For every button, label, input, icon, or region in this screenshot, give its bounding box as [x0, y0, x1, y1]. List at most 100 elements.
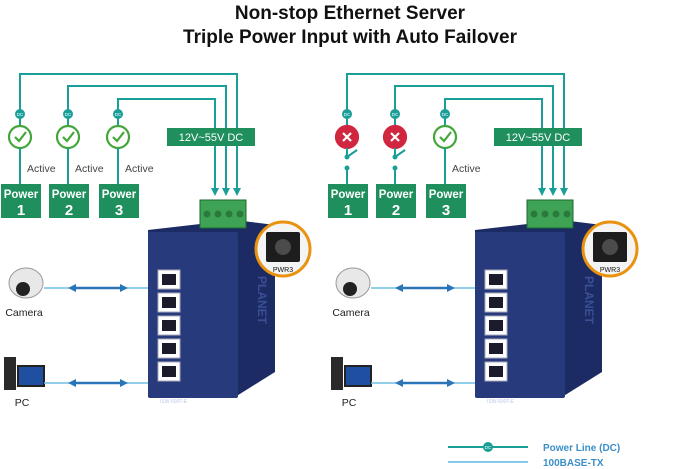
arrowhead [447, 379, 455, 387]
left-panel: DCActivePower1DCActivePower2DCActivePowe… [1, 73, 312, 409]
pc-monitor-icon [17, 365, 45, 387]
arrowhead [120, 379, 128, 387]
power-arrowhead [538, 188, 546, 196]
camera-label: Camera [332, 307, 370, 319]
pwr3-label: PWR3 [600, 267, 620, 274]
port-jack [162, 366, 176, 377]
pc-label: PC [15, 397, 30, 409]
status-active: Active [75, 163, 104, 175]
pc-tower-icon [331, 357, 343, 390]
x-stroke [390, 132, 400, 142]
check-mark [62, 131, 75, 143]
dc-marker [15, 109, 25, 119]
status-active: Active [452, 163, 481, 175]
camera-lens [343, 282, 357, 296]
legend: DC Power Line (DC) 100BASE-TX [448, 442, 620, 469]
status-active: Active [27, 163, 56, 175]
legend-dc-marker [483, 442, 493, 452]
pwr3-label: PWR3 [273, 267, 293, 274]
legend-power-label: Power Line (DC) [543, 443, 620, 454]
check-mark [14, 131, 27, 143]
dc-jack-hole [602, 239, 618, 255]
pc-monitor-icon [344, 365, 372, 387]
dc-marker-text: DC [17, 112, 24, 117]
terminal-screw [552, 210, 560, 218]
check-mark [112, 131, 125, 143]
camera-label: Camera [5, 307, 43, 319]
power-number: 1 [17, 202, 25, 219]
x-stroke [342, 132, 352, 142]
port-jack [489, 274, 503, 285]
terminal-screw [236, 210, 244, 218]
legend-dc-text: DC [485, 445, 492, 450]
port-jack [489, 297, 503, 308]
power-word: Power [4, 189, 39, 201]
dc-marker-text: DC [442, 112, 449, 117]
power-word: Power [102, 189, 137, 201]
arrowhead [120, 284, 128, 292]
power-arrowhead [233, 188, 241, 196]
check-icon [105, 124, 131, 150]
title-line-1: Non-stop Ethernet Server [234, 3, 466, 24]
arrowhead [68, 284, 76, 292]
dc-jack-hole [275, 239, 291, 255]
check-icon [432, 124, 458, 150]
arrowhead [395, 284, 403, 292]
power-number: 3 [442, 202, 450, 219]
pc-tower-icon [4, 357, 16, 390]
power-arrowhead [560, 188, 568, 196]
check-icon [55, 124, 81, 150]
port-jack [162, 297, 176, 308]
voltage-label-box [167, 128, 255, 146]
voltage-label: 12V~55V DC [506, 132, 571, 144]
power-source-box [49, 184, 89, 218]
legend-ethernet-label: 100BASE-TX [543, 458, 604, 469]
dc-marker [390, 109, 400, 119]
device-model: ISW-500T-E [160, 399, 188, 405]
power-source-box [426, 184, 466, 218]
power-source-box [99, 184, 139, 218]
port-jack [162, 320, 176, 331]
device-model: ISW-500T-E [487, 399, 515, 405]
brand-label: PLANET [255, 276, 269, 325]
arrowhead [68, 379, 76, 387]
power-arrowhead [211, 188, 219, 196]
open-switch [394, 149, 406, 158]
power-word: Power [379, 189, 414, 201]
terminal-screw [203, 210, 211, 218]
voltage-label-box [494, 128, 582, 146]
status-active: Active [125, 163, 154, 175]
terminal-screw [541, 210, 549, 218]
title-line-2: Triple Power Input with Auto Failover [183, 27, 517, 48]
power-source-box [376, 184, 416, 218]
check-icon [7, 124, 33, 150]
power-word: Power [331, 189, 366, 201]
dc-marker [63, 109, 73, 119]
power-source-box [1, 184, 41, 218]
power-number: 3 [115, 202, 123, 219]
arrowhead [447, 284, 455, 292]
power-number: 2 [65, 202, 73, 219]
terminal-screw [563, 210, 571, 218]
check-mark [439, 131, 452, 143]
dc-marker [113, 109, 123, 119]
dc-marker-text: DC [392, 112, 399, 117]
power-source-box [328, 184, 368, 218]
port-jack [489, 366, 503, 377]
port-jack [489, 320, 503, 331]
dc-marker [342, 109, 352, 119]
power-word: Power [52, 189, 87, 201]
camera-lens [16, 282, 30, 296]
arrowhead [395, 379, 403, 387]
port-jack [162, 343, 176, 354]
power-number: 1 [344, 202, 352, 219]
power-arrowhead [549, 188, 557, 196]
open-switch [346, 149, 358, 158]
terminal-screw [530, 210, 538, 218]
terminal-screw [214, 210, 222, 218]
port-jack [489, 343, 503, 354]
power-number: 2 [392, 202, 400, 219]
power-word: Power [429, 189, 464, 201]
